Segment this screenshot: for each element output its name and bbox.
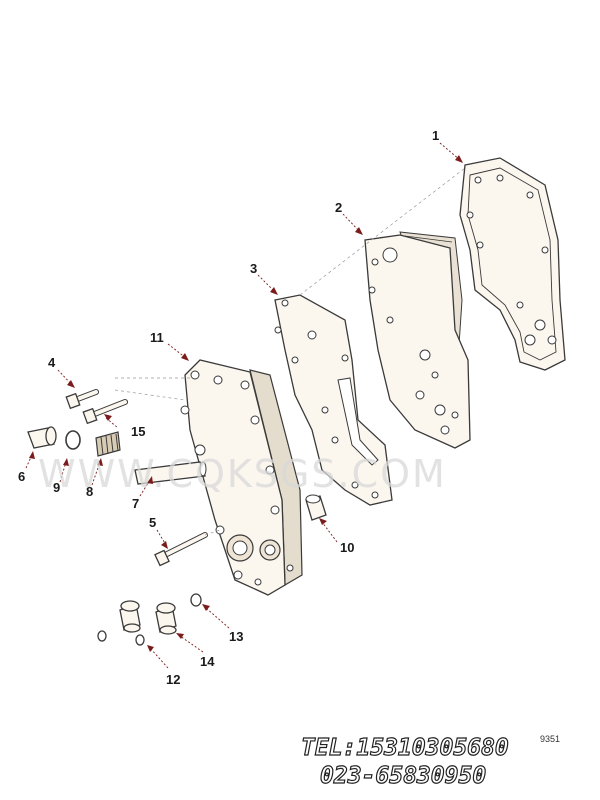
part-9-oring <box>65 430 81 450</box>
callout-15: 15 <box>131 424 145 439</box>
callout-7: 7 <box>132 496 139 511</box>
part-14-fitting-left <box>119 600 141 633</box>
callout-4: 4 <box>48 355 56 370</box>
part-12-oring <box>97 630 145 646</box>
callout-12: 12 <box>166 672 180 687</box>
part-13-oring <box>190 593 202 607</box>
callout-9: 9 <box>53 480 60 495</box>
callout-labels: 1 2 3 11 4 15 6 9 8 7 5 10 13 14 12 <box>18 128 439 687</box>
part-15-bolt <box>82 399 128 425</box>
part-11-housing <box>180 359 303 596</box>
part-14-fitting-right <box>155 602 177 635</box>
callout-1: 1 <box>432 128 439 143</box>
part-7-pipe <box>134 461 207 485</box>
alignment-lines <box>114 167 466 536</box>
watermark-text: WWW.CQKSGS.COM <box>38 452 447 496</box>
callout-13: 13 <box>229 629 243 644</box>
part-5-bolt <box>154 532 208 567</box>
leader-lines <box>25 142 463 669</box>
callout-11: 11 <box>150 330 164 345</box>
callout-6: 6 <box>18 469 25 484</box>
callout-14: 14 <box>200 654 215 669</box>
contact-tel: TEL:15310305680 <box>301 735 509 761</box>
part-8-threaded-plug <box>95 431 121 457</box>
part-6-plug <box>27 426 57 449</box>
part-10-fitting <box>305 494 327 521</box>
part-1-gasket <box>459 157 566 371</box>
contact-phone: 023-65830950 <box>320 763 486 789</box>
part-2-cooler-core <box>364 231 471 449</box>
callout-10: 10 <box>340 540 354 555</box>
callout-3: 3 <box>250 261 257 276</box>
part-4-bolt <box>65 389 99 410</box>
callout-2: 2 <box>335 200 342 215</box>
callout-5: 5 <box>149 515 156 530</box>
callout-8: 8 <box>86 484 93 499</box>
part-3-gasket <box>274 294 393 506</box>
figure-code: 9351 <box>540 734 560 744</box>
